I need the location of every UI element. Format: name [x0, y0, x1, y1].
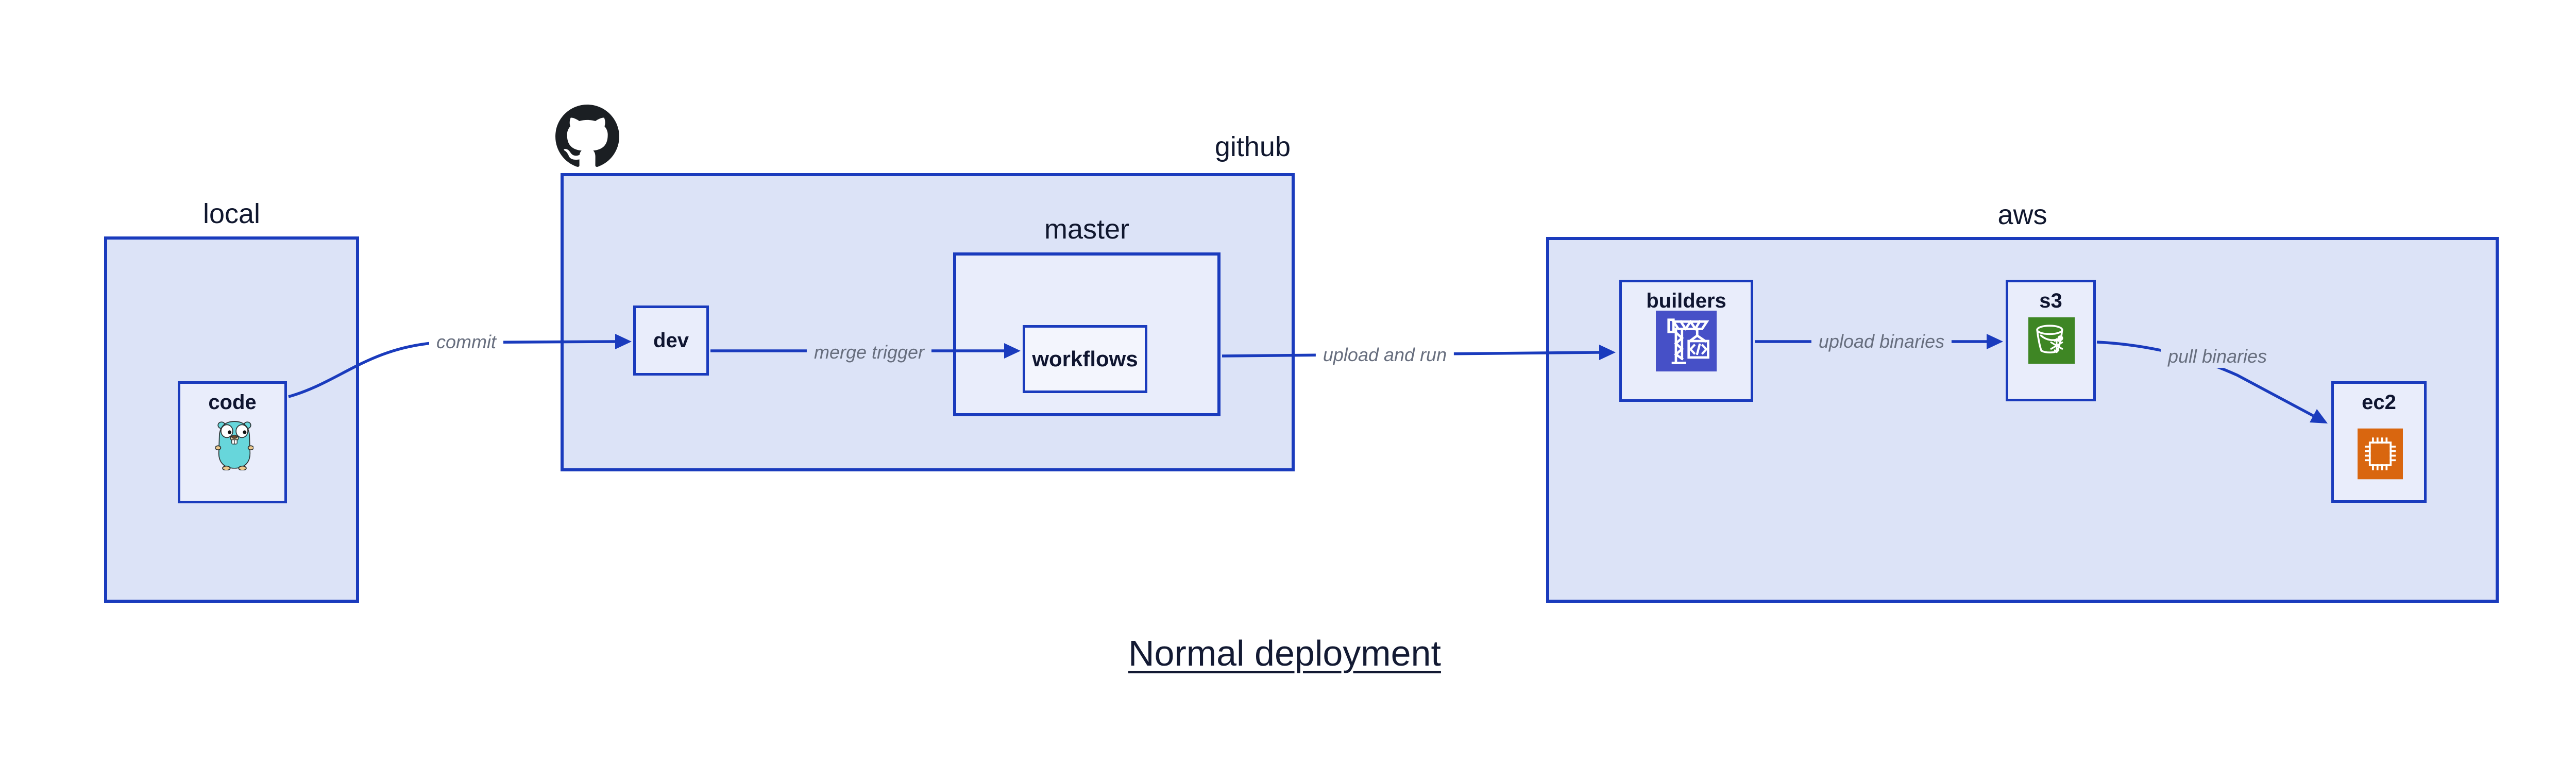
edge-label-upload-binaries: upload binaries — [1811, 330, 1952, 353]
group-master-label: master — [1044, 214, 1130, 245]
node-code: code — [178, 381, 287, 503]
group-local-label: local — [202, 198, 261, 229]
node-s3: s3 — [2006, 280, 2096, 401]
node-ec2-label: ec2 — [2362, 391, 2396, 414]
node-builders: builders — [1619, 280, 1753, 402]
edge-merge-trigger-arrowhead — [1004, 343, 1021, 359]
edge-label-commit: commit — [429, 331, 503, 353]
group-aws-label: aws — [1997, 199, 2047, 230]
edge-upload-binaries-arrowhead — [1987, 334, 2003, 349]
group-github-label: github — [1214, 131, 1291, 162]
edge-label-upload-and-run: upload and run — [1315, 344, 1454, 366]
github-octocat-icon — [555, 105, 619, 167]
node-code-label: code — [208, 391, 257, 414]
node-builders-label: builders — [1646, 290, 1726, 312]
node-s3-label: s3 — [2039, 290, 2062, 312]
node-ec2: ec2 — [2331, 381, 2427, 503]
go-gopher-icon — [215, 421, 253, 470]
edge-commit — [288, 340, 617, 398]
edge-upload-and-run-arrowhead — [1599, 345, 1616, 360]
node-workflows: workflows — [1023, 325, 1147, 393]
aws-codebuild-crane-icon — [1656, 311, 1717, 371]
edge-label-pull-binaries: pull binaries — [2160, 345, 2275, 368]
edge-commit-arrowhead — [615, 334, 632, 349]
node-dev-label: dev — [653, 329, 689, 352]
node-workflows-label: workflows — [1032, 347, 1138, 371]
edge-pull-binaries-arrowhead — [2310, 409, 2328, 423]
aws-s3-bucket-icon — [2028, 317, 2075, 364]
diagram-title: Normal deployment — [1128, 633, 1441, 673]
aws-ec2-chip-icon — [2358, 428, 2403, 480]
edge-label-merge-trigger: merge trigger — [806, 341, 932, 364]
node-dev: dev — [633, 305, 709, 376]
